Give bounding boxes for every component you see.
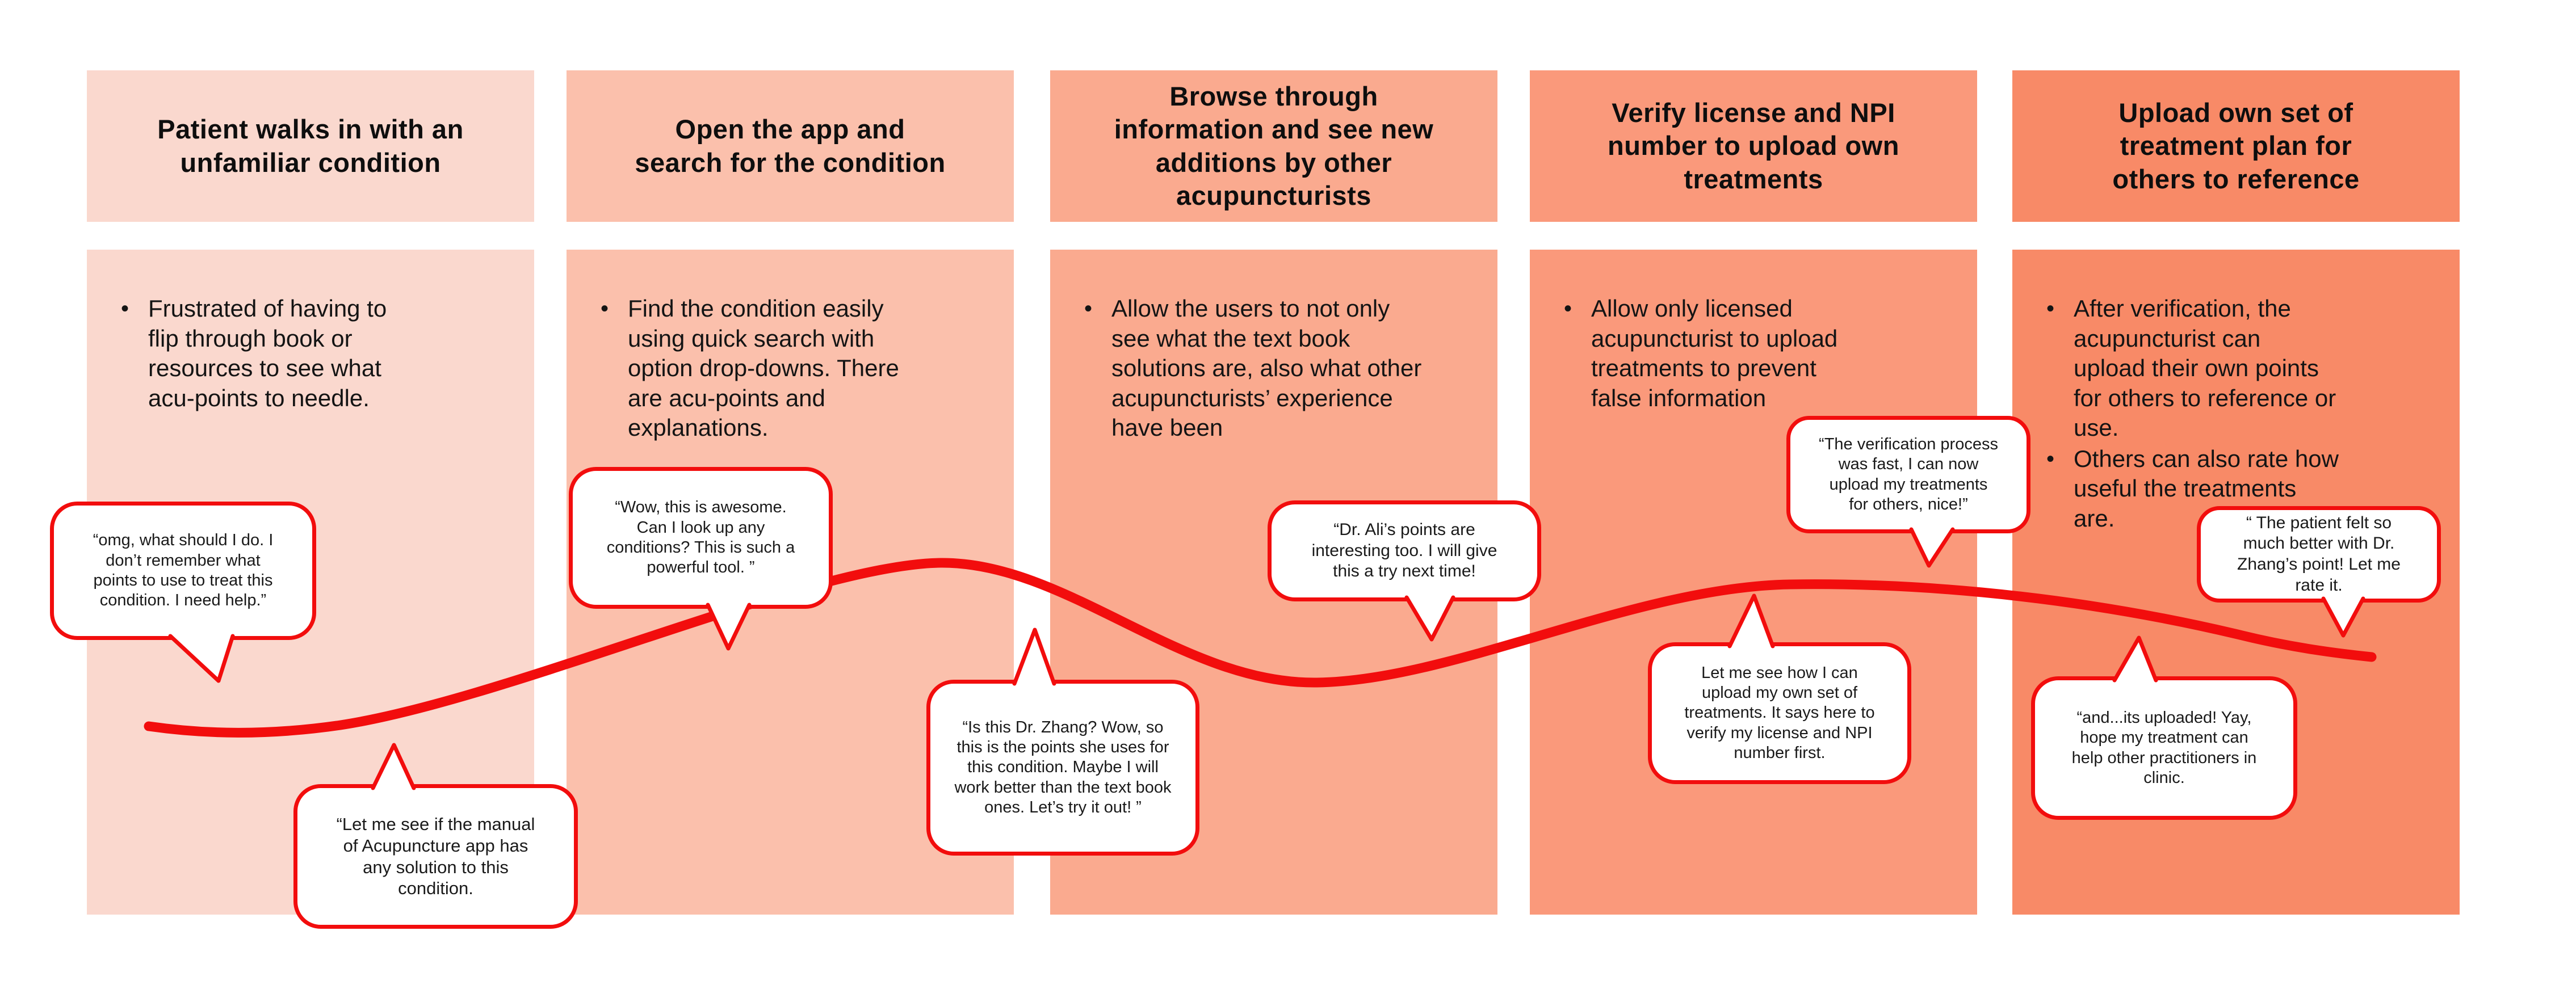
bullet-list: • Allow the users to not only see what th… [1050,250,1497,443]
bullet-dot: • [1084,296,1093,321]
speech-bubble-text: “Is this Dr. Zhang? Wow, so this is the … [954,718,1172,817]
bullet-item: • Find the condition easily using quick s… [601,294,994,443]
stage-header-3: Browse through information and see new a… [1050,70,1497,222]
speech-bubble-how-to-upload: Let me see how I can upload my own set o… [1648,642,1911,784]
speech-bubble-dr-zhang: “Is this Dr. Zhang? Wow, so this is the … [926,680,1199,856]
speech-bubble-text: “ The patient felt so much better with D… [2237,513,2401,595]
bullet-text: Others can also rate how useful the trea… [2074,445,2339,532]
stage-header-2: Open the app and search for the conditio… [567,70,1014,222]
speech-bubble-text: “omg, what should I do. I don’t remember… [93,531,274,610]
speech-bubble-patient-better: “ The patient felt so much better with D… [2197,506,2441,603]
bullet-list: • Allow only licensed acupuncturist to up… [1530,250,1977,413]
bullet-dot: • [601,296,609,321]
bullet-text: Allow the users to not only see what the… [1111,295,1422,441]
speech-bubble-uploaded: “and...its uploaded! Yay, hope my treatm… [2031,676,2297,820]
bullet-item: • Allow only licensed acupuncturist to up… [1564,294,1957,413]
speech-bubble-text: “The verification process was fast, I ca… [1819,435,1998,513]
stage-header-4: Verify license and NPI number to upload … [1530,70,1977,222]
stage-header-1: Patient walks in with an unfamiliar cond… [87,70,534,222]
bullet-list: • Frustrated of having to flip through bo… [87,250,534,413]
speech-bubble-verification-fast: “The verification process was fast, I ca… [1786,416,2030,533]
bullet-item: • Others can also rate how useful the tre… [2046,444,2440,534]
stage-title: Browse through information and see new a… [1114,81,1434,210]
stage-title: Upload own set of treatment plan for oth… [2112,98,2360,194]
speech-bubble-check-app: “Let me see if the manual of Acupuncture… [293,784,578,929]
speech-bubble-text: Let me see how I can upload my own set o… [1684,663,1875,763]
speech-bubble-text: “Dr. Ali’s points are interesting too. I… [1311,520,1497,581]
bullet-text: After verification, the acupuncturist ca… [2074,295,2336,441]
stage-title: Verify license and NPI number to upload … [1608,98,1899,194]
bullet-dot: • [1564,296,1572,321]
speech-bubble-powerful-tool: “Wow, this is awesome. Can I look up any… [569,467,833,609]
speech-bubble-text: “and...its uploaded! Yay, hope my treatm… [2071,708,2257,787]
speech-bubble-dr-ali: “Dr. Ali’s points are interesting too. I… [1268,500,1541,601]
bullet-text: Frustrated of having to flip through boo… [148,295,387,411]
bullet-text: Find the condition easily using quick se… [628,295,899,441]
stage-title: Patient walks in with an unfamiliar cond… [157,114,464,178]
bullet-dot: • [121,296,129,321]
stage-body-4: • Allow only licensed acupuncturist to up… [1530,250,1977,915]
speech-bubble-text: “Let me see if the manual of Acupuncture… [336,814,535,899]
stage-title: Open the app and search for the conditio… [635,114,946,178]
bullet-item: • After verification, the acupuncturist c… [2046,294,2440,443]
bullet-item: • Frustrated of having to flip through bo… [121,294,514,413]
bullet-item: • Allow the users to not only see what th… [1084,294,1478,443]
stage-header-5: Upload own set of treatment plan for oth… [2012,70,2460,222]
speech-bubble-patient-help: “omg, what should I do. I don’t remember… [50,502,316,640]
bullet-text: Allow only licensed acupuncturist to upl… [1591,295,1838,411]
bullet-dot: • [2046,296,2055,321]
bullet-dot: • [2046,446,2055,471]
speech-bubble-text: “Wow, this is awesome. Can I look up any… [606,498,795,577]
bullet-list: • After verification, the acupuncturist c… [2012,250,2460,533]
bullet-list: • Find the condition easily using quick s… [567,250,1014,443]
